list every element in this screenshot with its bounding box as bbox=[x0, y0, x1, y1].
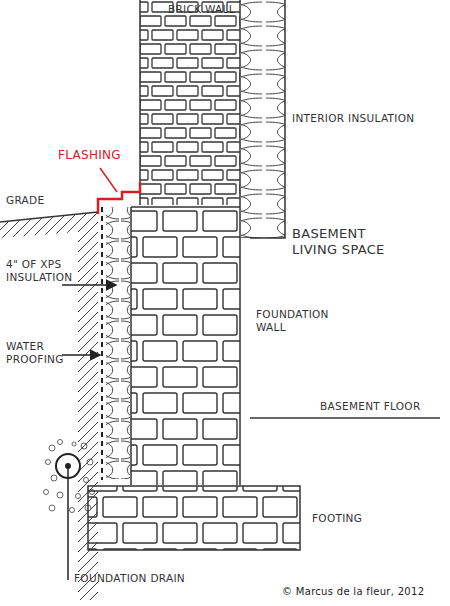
part-label: INTERIOR INSULATION bbox=[292, 112, 442, 125]
foundation-wall bbox=[131, 207, 240, 485]
leader-arrow bbox=[62, 284, 116, 286]
insulation-edge bbox=[240, 0, 285, 238]
wall-edge bbox=[239, 0, 241, 238]
gravel bbox=[44, 440, 95, 513]
wall-edge bbox=[130, 207, 132, 485]
part-label: FOUNDATION WALL bbox=[256, 308, 336, 334]
leader-line bbox=[67, 466, 69, 580]
leader-line bbox=[100, 168, 117, 192]
grade-line bbox=[0, 212, 98, 222]
wall-edge bbox=[139, 0, 141, 205]
part-label: FOOTING bbox=[312, 512, 402, 525]
flashing bbox=[98, 182, 140, 214]
interior-insulation bbox=[241, 0, 285, 238]
floor-line bbox=[250, 417, 440, 419]
part-label: WATER PROOFING bbox=[6, 340, 62, 366]
space-label: BASEMENT LIVING SPACE bbox=[292, 226, 412, 259]
part-label: BASEMENT FLOOR bbox=[320, 400, 440, 413]
ground-hatch bbox=[0, 212, 98, 600]
leader-arrow bbox=[62, 354, 100, 356]
waterproofing bbox=[101, 207, 103, 480]
flashing-label: FLASHING bbox=[58, 148, 148, 163]
xps-insulation bbox=[106, 207, 130, 479]
copyright-note: © Marcus de la fleur, 2012 bbox=[282, 586, 446, 599]
footing bbox=[88, 486, 300, 550]
part-label: BRICK WALL bbox=[168, 3, 258, 16]
part-label: 4" OF XPS INSULATION bbox=[6, 258, 62, 284]
wall-edge bbox=[239, 238, 241, 485]
part-label: GRADE bbox=[6, 194, 66, 207]
part-label: FOUNDATION DRAIN bbox=[74, 572, 214, 585]
brick-wall bbox=[140, 0, 240, 205]
